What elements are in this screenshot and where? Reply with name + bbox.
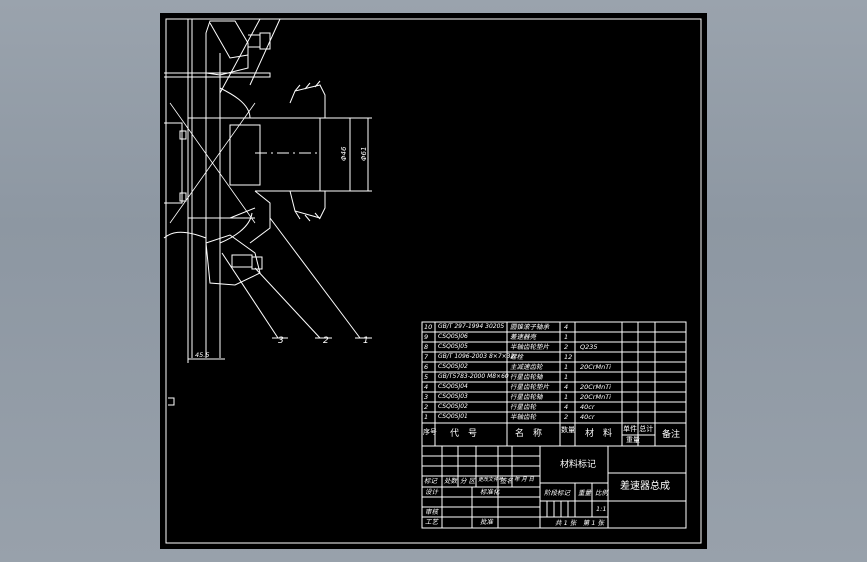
bom-cell-name: 行星齿轮 [510,403,536,411]
role-process: 工艺 [425,518,438,526]
title-block-grid [421,445,687,529]
dimension-offset: 45.5 [195,351,209,359]
role-approve: 批准 [480,518,493,526]
bom-cell-qty: 1 [564,333,569,341]
bom-cell-name: 行星齿轮轴 [510,373,543,381]
bom-cell-code: CSQ0SJ02 [438,363,468,370]
bom-cell-no: 6 [424,363,429,371]
drawing-frame [165,18,702,544]
material-mark: 材料标记 [560,460,597,470]
bom-cell-material: 20CrMnTi [580,393,611,401]
bom-cell-no: 9 [424,333,429,341]
bom-cell-code: CSQ0SJ06 [438,333,468,340]
rev-label-sign: 签名 [500,477,513,485]
bom-cell-qty: 1 [564,363,569,371]
rev-label-zone: 分 区 [460,477,476,485]
bom-cell-material: 20CrMnTi [580,363,611,371]
bom-cell-qty: 12 [564,353,573,361]
bom-cell-name: 行星齿轮轴 [510,393,543,401]
bom-cell-no: 4 [424,383,429,391]
rev-label-date: 年 月 日 [514,477,534,483]
bom-cell-code: CSQ0SJ02 [438,403,468,410]
role-standardize: 标准化 [480,488,500,496]
balloon-3: 3 [278,336,284,346]
bom-cell-qty: 1 [564,393,569,401]
bom-cell-no: 1 [424,413,429,421]
bom-cell-code: GB/T 297-1994 30205 [438,323,505,330]
bom-cell-qty: 4 [564,383,569,391]
bom-cell-code: CSQ0SJ05 [438,343,468,350]
scale-value: 1:1 [596,505,607,513]
bom-cell-code: GB/T 1096-2003 8×7×32 [438,353,515,360]
bom-cell-no: 8 [424,343,429,351]
bom-cell-name: 行星齿轮垫片 [510,383,549,391]
weight-label: 重量 [578,489,591,497]
dimension-bore: Φ46 [340,146,348,161]
bom-cell-name: 螺栓 [510,353,523,361]
bom-cell-name: 半轴齿轮 [510,413,536,421]
bom-cell-code: GB/T5783-2000 M8×60 [438,373,509,380]
bom-cell-name: 半轴齿轮垫片 [510,343,549,351]
bom-cell-no: 7 [424,353,429,361]
balloon-2: 2 [323,336,329,346]
bom-cell-no: 2 [424,403,429,411]
bom-header-weight2: 重量 [626,436,640,444]
balloon-1: 1 [363,336,369,346]
bom-cell-name: 主减速齿轮 [510,363,543,371]
stage-label: 阶段标记 [544,489,570,497]
bom-cell-qty: 4 [564,323,569,331]
role-design: 设计 [425,488,438,496]
bom-cell-material: 20CrMnTi [580,383,611,391]
scale-label: 比例 [595,489,608,497]
bom-cell-code: CSQ0SJ04 [438,383,468,390]
rev-label-mark: 标记 [424,477,437,485]
bom-cell-no: 5 [424,373,429,381]
bom-cell-code: CSQ0SJ01 [438,413,468,420]
bom-cell-code: CSQ0SJ03 [438,393,468,400]
bom-cell-no: 3 [424,393,429,401]
bom-header-no: 序号 [423,428,437,436]
bom-cell-qty: 2 [564,343,569,351]
bom-cell-material: 40cr [580,413,595,421]
bom-cell-material: 40cr [580,403,595,411]
bom-header-weight: 单件 总计 [623,425,654,433]
rev-label-doc: 更改文件号 [478,477,504,483]
drawing-viewport[interactable]: 3 2 1 Φ46 Φ61 45.5 10 GB/T 297-1994 30205… [160,13,707,549]
differential-section [163,18,372,406]
dimension-outer: Φ61 [360,147,368,161]
bom-cell-qty: 1 [564,373,569,381]
bom-header-name: 名 称 [515,429,543,439]
bom-cell-material: Q235 [580,343,598,351]
bom-cell-no: 10 [424,323,433,331]
role-review: 审核 [425,508,438,516]
bom-cell-qty: 4 [564,403,569,411]
bom-header-material: 材 料 [585,429,613,439]
drawing-title: 差速器总成 [620,481,670,492]
sheet-count: 共 1 张 第 1 张 [555,519,605,527]
bom-cell-qty: 2 [564,413,569,421]
bom-header-remark: 备注 [662,430,681,440]
bom-cell-name: 差速器壳 [510,333,536,341]
bom-header-qty: 数量 [561,426,575,434]
drawing-svg: 3 2 1 Φ46 Φ61 45.5 [163,18,702,544]
rev-label-count: 处数 [444,477,457,485]
bom-cell-name: 圆锥滚子轴承 [510,323,549,331]
bom-header-code: 代 号 [450,429,478,439]
